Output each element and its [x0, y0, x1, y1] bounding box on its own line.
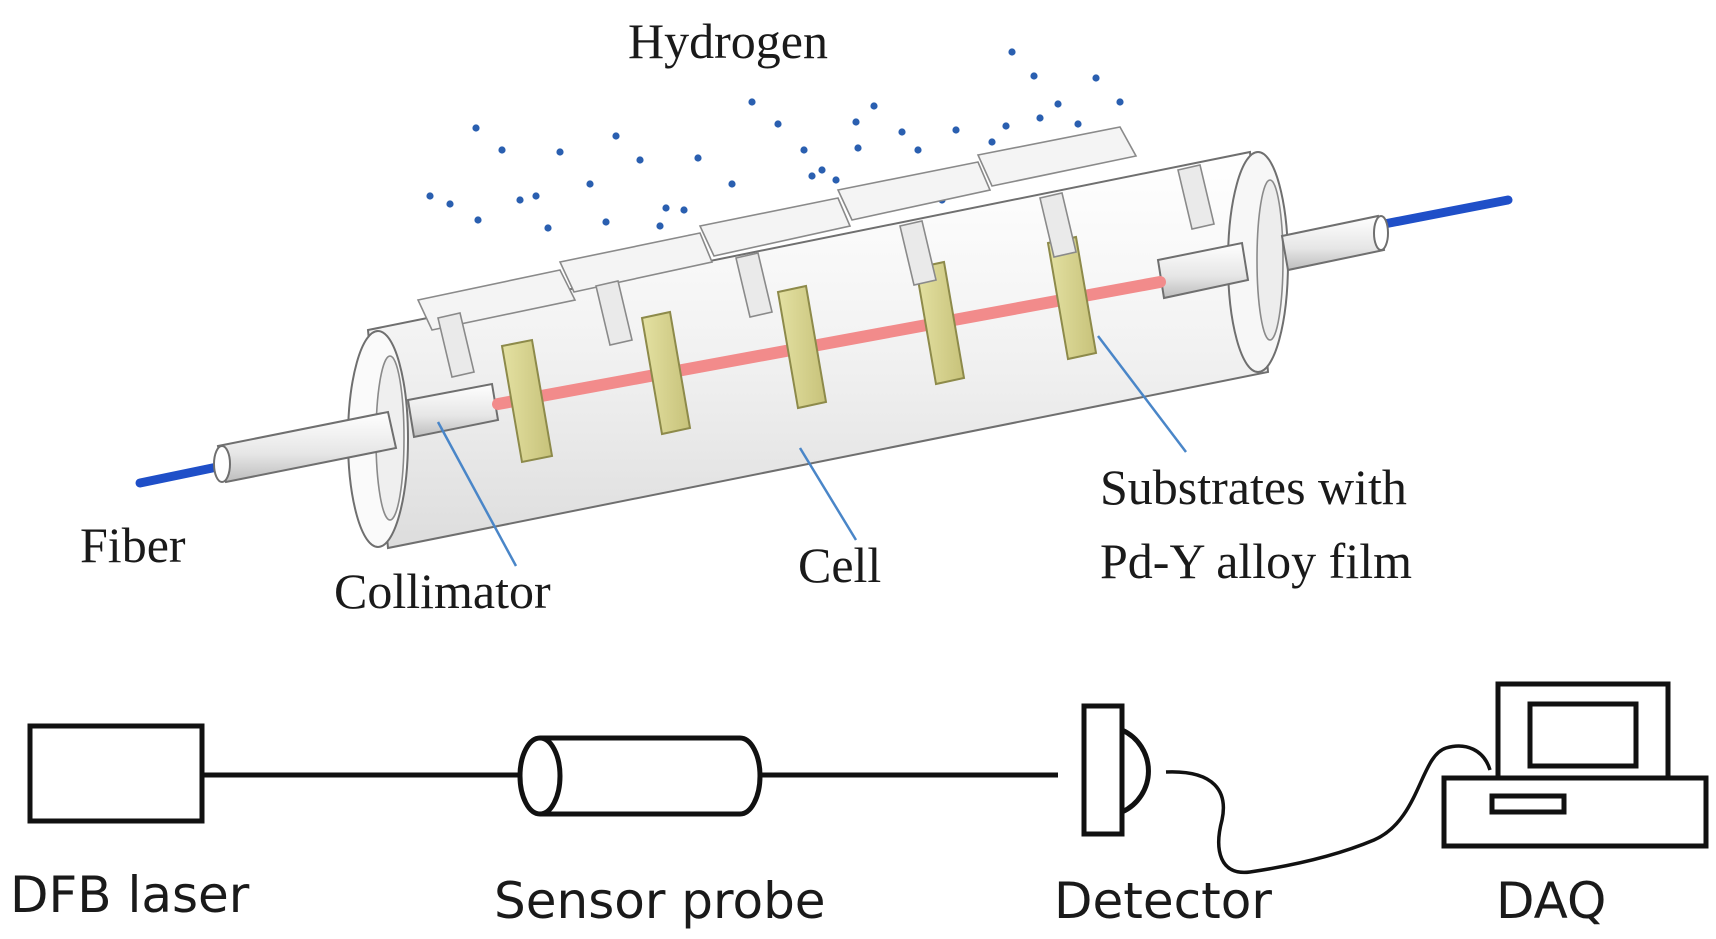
fiber-left — [135, 461, 227, 488]
hydrogen-dot — [532, 192, 540, 200]
signal-cable — [1165, 744, 1492, 875]
hydrogen-dot — [694, 154, 702, 162]
substrate-4 — [914, 260, 966, 386]
hydrogen-dot — [556, 148, 564, 156]
pointer-collimator — [436, 421, 518, 567]
hydrogen-dot — [544, 224, 552, 232]
hydrogen-dot — [808, 172, 816, 180]
hydrogen-dot — [832, 176, 840, 184]
hydrogen-dot — [914, 146, 922, 154]
daq-computer-icon — [1441, 681, 1709, 849]
hydrogen-dot — [1008, 48, 1016, 56]
hydrogen-dot — [1002, 122, 1010, 130]
substrate-1 — [500, 338, 554, 464]
hydrogen-dot — [870, 102, 878, 110]
hydrogen-dot — [1074, 120, 1082, 128]
label-cell: Cell — [798, 537, 881, 593]
hydrogen-dot — [636, 156, 644, 164]
hydrogen-dot — [1030, 72, 1038, 80]
label-fiber: Fiber — [80, 517, 186, 573]
substrate-clips — [437, 164, 1215, 378]
hydrogen-dot — [1116, 98, 1124, 106]
hydrogen-dot — [662, 204, 670, 212]
hydrogen-dot — [680, 206, 688, 214]
label-substrates-line1: Substrates with — [1100, 459, 1407, 515]
hydrogen-dot — [818, 166, 826, 174]
pointer-substrates — [1097, 335, 1187, 453]
hydrogen-dot — [602, 218, 610, 226]
label-pointers — [436, 335, 1187, 567]
pointer-cell — [798, 447, 858, 541]
hydrogen-dot — [474, 216, 482, 224]
hydrogen-dot — [498, 146, 506, 154]
hydrogen-dot — [748, 98, 756, 106]
measurement-setup-schematic — [27, 681, 1709, 875]
cell-segment-ridges — [416, 126, 1138, 331]
collimator-inner — [406, 382, 500, 439]
sensor-probe-symbol — [517, 735, 763, 817]
label-daq: DAQ — [1496, 872, 1606, 930]
label-sensor-probe: Sensor probe — [494, 872, 826, 930]
hydrogen-dot — [854, 144, 862, 152]
fiber-right — [1369, 195, 1513, 231]
pd-y-substrates — [500, 235, 1098, 464]
laser-beam — [492, 276, 1166, 410]
hydrogen-dot — [516, 196, 524, 204]
hydrogen-dot — [800, 146, 808, 154]
hydrogen-dot — [656, 222, 664, 230]
label-collimator: Collimator — [334, 563, 551, 619]
hydrogen-dot — [446, 200, 454, 208]
substrate-2 — [640, 310, 692, 436]
substrate-3 — [776, 284, 828, 410]
collimator-right-outer — [1280, 214, 1386, 272]
hydrogen-dot — [952, 126, 960, 134]
hydrogen-dot — [586, 180, 594, 188]
hydrogen-dot — [472, 124, 480, 132]
label-hydrogen: Hydrogen — [628, 13, 828, 69]
dfb-laser-box — [27, 723, 205, 824]
hydrogen-dot — [1036, 114, 1044, 122]
hydrogen-dot — [426, 192, 434, 200]
hydrogen-dot — [728, 180, 736, 188]
hydrogen-dot — [898, 128, 906, 136]
hydrogen-dot — [612, 132, 620, 140]
hydrogen-dot — [988, 138, 996, 146]
detector-symbol — [1081, 703, 1151, 837]
hydrogen-dot — [852, 118, 860, 126]
sensor-probe-drawing — [135, 126, 1513, 567]
hydrogen-dot — [774, 120, 782, 128]
label-dfb-laser: DFB laser — [10, 866, 250, 924]
label-substrates-line2: Pd-Y alloy film — [1100, 533, 1412, 589]
hydrogen-dot — [1054, 100, 1062, 108]
label-detector: Detector — [1054, 872, 1272, 930]
hydrogen-dot — [1092, 74, 1100, 82]
